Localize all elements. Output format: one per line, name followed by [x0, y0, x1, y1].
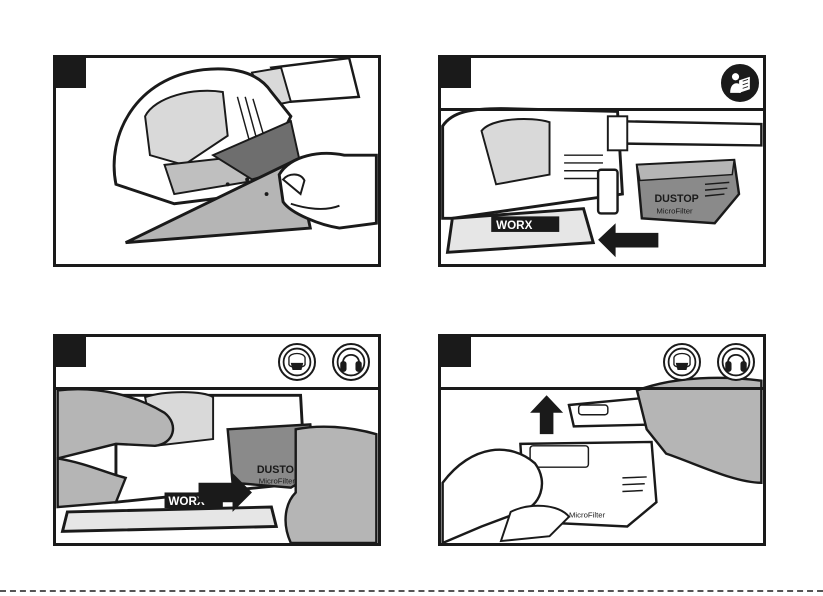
step-panel-3: DUSTOP MicroFilter WORX	[53, 334, 381, 546]
step-number-tab	[56, 58, 86, 88]
insert-direction-arrow	[598, 223, 658, 257]
dust-box-sub-label: MicroFilter	[569, 511, 606, 520]
page-bottom-rule	[0, 590, 823, 592]
ear-protection-icon	[332, 343, 370, 381]
step-number-tab	[56, 337, 86, 367]
step-number-tab	[441, 337, 471, 367]
dust-mask-icon	[663, 343, 701, 381]
dust-box-attach-illustration: WORX DUSTOP MicroFilter	[441, 58, 763, 264]
read-manual-icon	[721, 64, 759, 102]
step-panel-4: MicroFilter	[438, 334, 766, 546]
dust-box-push-illustration: DUSTOP MicroFilter WORX	[56, 337, 378, 543]
dust-mask-icon	[278, 343, 316, 381]
panel-header-divider	[441, 108, 763, 111]
dust-box-brand-label: DUSTOP	[257, 464, 301, 476]
step-number-tab	[441, 58, 471, 88]
dust-box-sub-label: MicroFilter	[259, 477, 296, 486]
sander-pad-illustration	[56, 58, 378, 264]
dust-box-brand-label: DUSTOP	[654, 193, 698, 205]
lift-direction-arrow	[530, 395, 563, 434]
dust-box-empty-illustration: MicroFilter	[441, 337, 763, 543]
ear-protection-icon	[717, 343, 755, 381]
step-panel-1	[53, 55, 381, 267]
panel-header-divider	[441, 387, 763, 390]
machine-brand-label: WORX	[496, 219, 532, 232]
dust-box-sub-label: MicroFilter	[656, 206, 693, 215]
step-panel-2: WORX DUSTOP MicroFilter	[438, 55, 766, 267]
panel-header-divider	[56, 387, 378, 390]
